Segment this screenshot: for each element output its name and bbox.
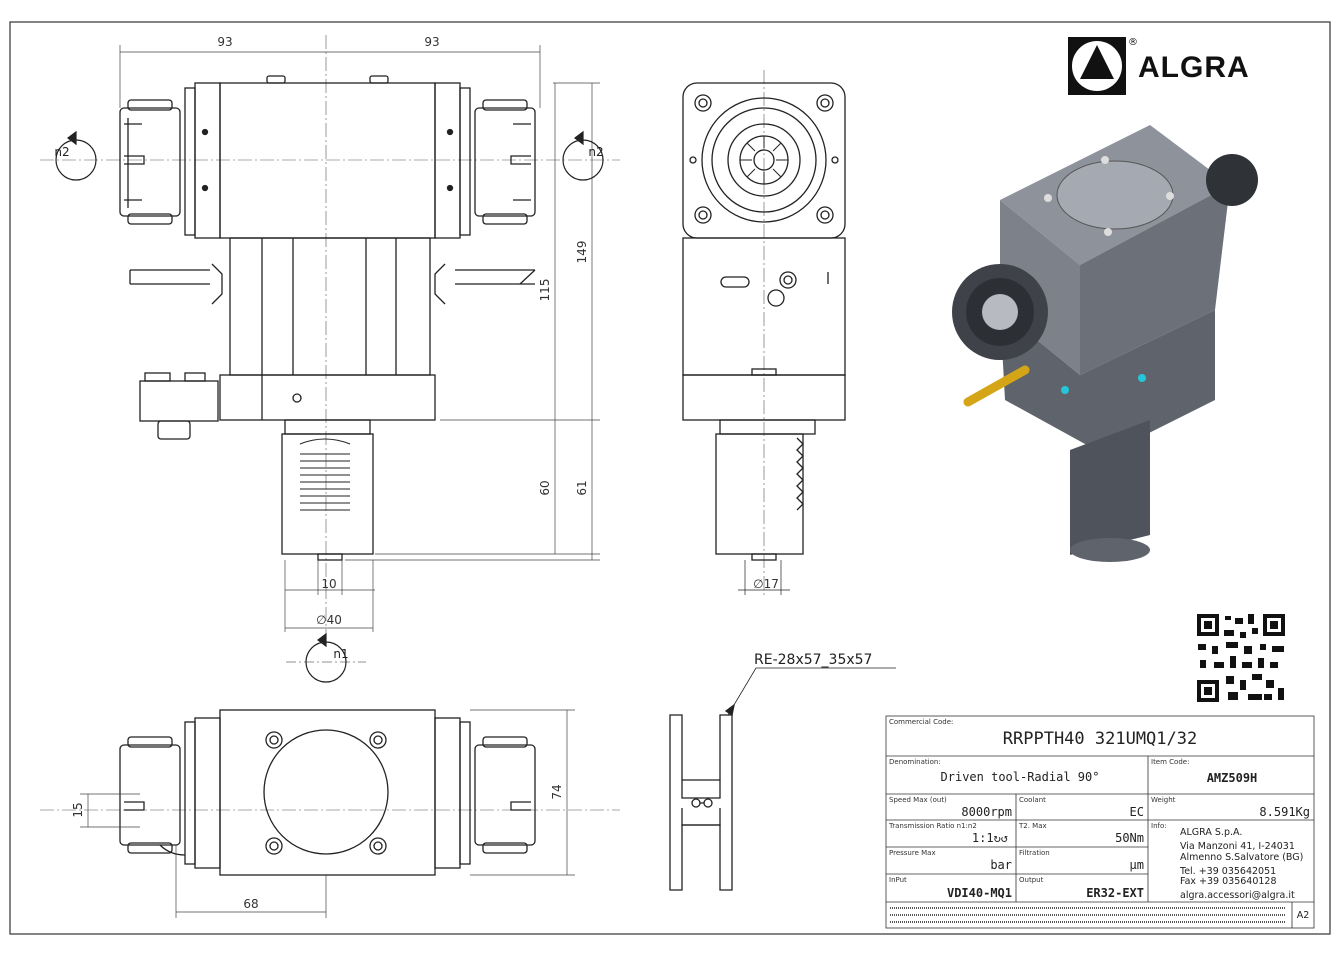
dim-68: 68 (243, 897, 258, 911)
pressure-label: Pressure Max (889, 849, 936, 857)
brand-name: ALGRA (1138, 51, 1250, 84)
algra-logo (1068, 37, 1126, 95)
commercial-code: RRPPTH40 321UMQ1/32 (1003, 729, 1197, 749)
company-tel: Tel. +39 035642051 (1179, 866, 1276, 877)
fine-print (890, 907, 1285, 923)
commercial-code-label: Commercial Code: (889, 718, 953, 726)
dim-15: 15 (71, 802, 85, 817)
side-view (682, 70, 846, 595)
title-block (885, 715, 1315, 929)
company-name: ALGRA S.p.A. (1180, 827, 1242, 838)
profile-label: RE-28x57_35x57 (754, 652, 872, 668)
ratio-label: Transmission Ratio n1:n2 (888, 822, 977, 830)
weight-value: 8.591Kg (1259, 805, 1310, 819)
registered-mark: ® (1128, 37, 1138, 48)
top-view (40, 709, 620, 876)
dim-61: 61 (575, 480, 589, 495)
coolant-value: EC (1130, 805, 1144, 819)
profile-section (669, 667, 896, 891)
coolant-label: Coolant (1019, 796, 1046, 804)
dim-93-left: 93 (217, 35, 232, 49)
company-address-2: Almenno S.Salvatore (BG) (1180, 852, 1303, 863)
pressure-value: bar (990, 858, 1012, 872)
isometric-render (952, 125, 1258, 562)
ratio-value: 1:1↻↺ (972, 831, 1008, 845)
dim-diameter-40: ∅40 (316, 613, 342, 627)
top-view-dimensions (80, 709, 575, 918)
weight-label: Weight (1151, 796, 1176, 804)
dim-diameter-17: ∅17 (753, 577, 779, 591)
rotation-symbol-n2-right (562, 130, 604, 181)
n2-right-label: n2 (588, 145, 603, 159)
filtration-label: Filtration (1019, 849, 1050, 857)
torque-label: T2. Max (1018, 822, 1047, 830)
filtration-value: µm (1130, 858, 1144, 872)
front-view-dimensions (119, 45, 600, 632)
qr-code (1195, 612, 1287, 704)
sheet-border (9, 21, 1331, 935)
dim-93-right: 93 (424, 35, 439, 49)
torque-value: 50Nm (1115, 831, 1144, 845)
speed-label: Speed Max (out) (889, 796, 947, 804)
dim-115: 115 (538, 279, 552, 302)
n2-left-label: n2 (54, 145, 69, 159)
speed-value: 8000rpm (961, 805, 1012, 819)
dim-10: 10 (321, 577, 336, 591)
input-value: VDI40-MQ1 (947, 886, 1012, 900)
output-label: Output (1019, 876, 1044, 884)
company-fax: Fax +39 035640128 (1180, 876, 1277, 887)
front-view (40, 35, 620, 640)
output-value: ER32-EXT (1086, 886, 1144, 900)
company-address-1: Via Manzoni 41, I-24031 (1180, 841, 1295, 852)
n1-label: n1 (333, 647, 348, 661)
input-label: InPut (889, 876, 907, 884)
company-email: algra.accessori@algra.it (1180, 890, 1295, 901)
sheet-size: A2 (1297, 910, 1310, 921)
denomination-label: Denomination: (889, 758, 941, 766)
rotation-symbol-n2-left (55, 130, 97, 181)
item-code: AMZ509H (1207, 771, 1258, 785)
dim-74: 74 (550, 784, 564, 799)
dim-149: 149 (575, 241, 589, 264)
item-code-label: Item Code: (1151, 758, 1189, 766)
denomination: Driven tool-Radial 90° (941, 770, 1100, 784)
info-label: Info: (1151, 822, 1167, 830)
rotation-symbol-n1 (286, 632, 366, 683)
dim-60: 60 (538, 480, 552, 495)
